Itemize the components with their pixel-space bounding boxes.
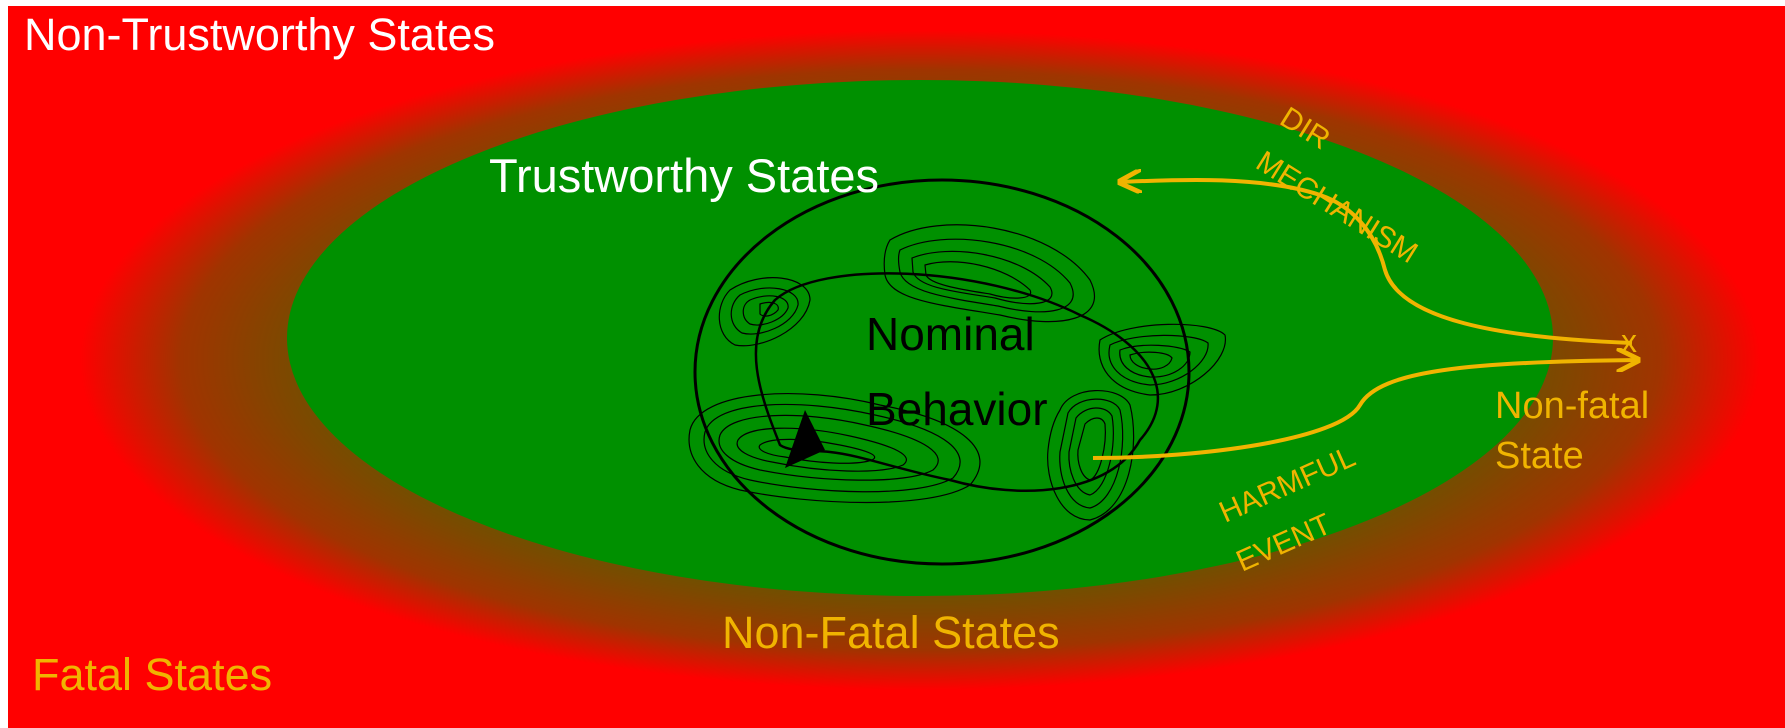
trustworthy-states-label: Trustworthy States — [489, 149, 879, 202]
non-trustworthy-states-label: Non-Trustworthy States — [24, 9, 495, 60]
nonfatal-state-label-line2: State — [1495, 435, 1584, 477]
nonfatal-state-label-line1: Non-fatal — [1495, 385, 1649, 427]
non-fatal-states-label: Non-Fatal States — [722, 607, 1060, 658]
x-mark: x — [1621, 323, 1637, 359]
fatal-states-label: Fatal States — [32, 649, 272, 700]
nominal-label-line1: Nominal — [866, 308, 1035, 360]
nominal-label-line2: Behavior — [866, 383, 1048, 435]
